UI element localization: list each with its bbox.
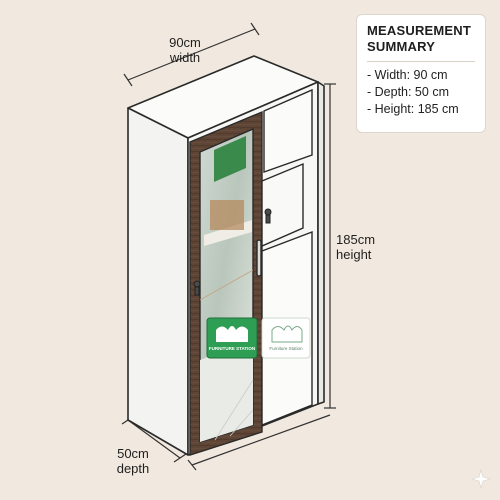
height-value: 185cm (336, 232, 376, 247)
white-brand-badge: Furniture Station (261, 317, 311, 359)
base-dimension-line (187, 414, 331, 471)
width-dimension-line (123, 22, 260, 87)
summary-title: MEASUREMENT SUMMARY (367, 23, 472, 54)
width-word: width (169, 50, 201, 65)
right-doors (256, 88, 313, 427)
top-panel (263, 88, 313, 173)
sliding-door-handle (256, 239, 262, 277)
height-word: height (336, 247, 372, 262)
green-brand-badge: FURNITURE STATION (206, 317, 258, 359)
depth-value: 50cm (117, 446, 149, 461)
cabinet-side-panel (127, 107, 189, 456)
reflection-green-panel (214, 136, 246, 182)
depth-word: depth (116, 461, 150, 476)
reflection-bottles (210, 200, 244, 230)
green-badge-text: FURNITURE STATION (209, 346, 255, 351)
width-label: 90cm width (150, 35, 220, 65)
sparkle-icon (471, 469, 491, 489)
key-icon (264, 208, 272, 224)
height-dimension-line (324, 83, 336, 409)
key-icon (193, 280, 201, 296)
cabinet-right-edge (317, 81, 325, 405)
depth-label: 50cm depth (98, 446, 168, 476)
white-badge-text: Furniture Station (269, 346, 303, 351)
height-label: 185cm height (336, 232, 396, 262)
summary-height-line: - Height: 185 cm (367, 102, 459, 116)
summary-depth-line: - Depth: 50 cm (367, 85, 449, 99)
width-value: 90cm (169, 35, 201, 50)
small-locker-door (261, 162, 304, 248)
measurement-summary-card: MEASUREMENT SUMMARY - Width: 90 cm - Dep… (356, 14, 486, 133)
reflection-floor (200, 340, 253, 442)
summary-divider (367, 61, 475, 62)
summary-width-line: - Width: 90 cm (367, 68, 448, 82)
mirror-door (189, 110, 263, 456)
